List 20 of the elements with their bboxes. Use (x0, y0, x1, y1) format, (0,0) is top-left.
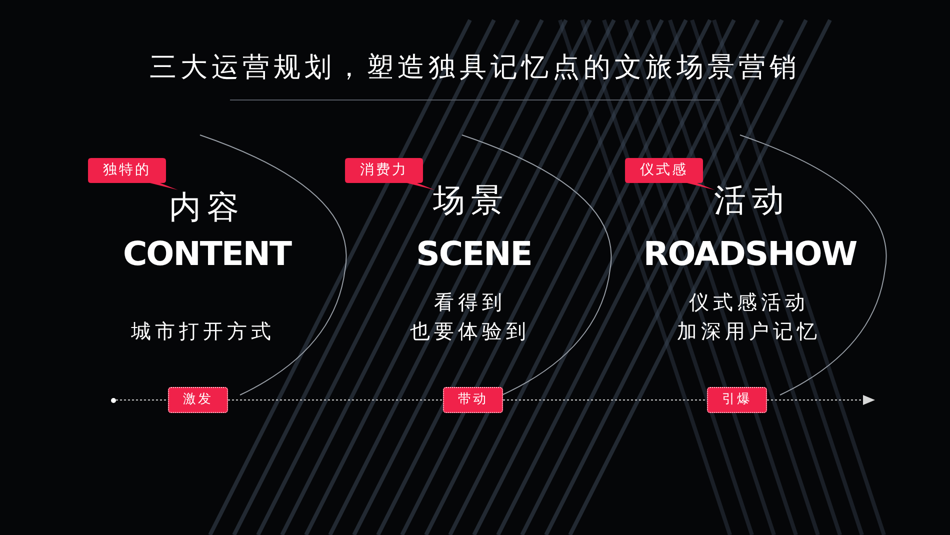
heading: 场景 (433, 183, 509, 218)
heading: ROADSHOW (643, 236, 857, 272)
subtitle: 加深用户记忆 (677, 320, 821, 342)
stage-tag: 引爆 (707, 387, 767, 413)
heading: SCENE (416, 236, 532, 272)
subtitle: 仪式感活动 (689, 291, 809, 313)
callout-tag: 消费力 (345, 158, 435, 190)
start-dot (111, 398, 116, 403)
heading: 活动 (714, 183, 790, 218)
subtitle: 城市打开方式 (131, 320, 275, 342)
callout-tag: 独特的 (88, 158, 178, 190)
stage-tag: 带动 (443, 387, 503, 413)
stage-tag: 激发 (168, 387, 228, 413)
subtitle: 也要体验到 (410, 320, 530, 342)
timeline-arrow (766, 395, 875, 405)
subtitle: 看得到 (434, 291, 506, 313)
heading: CONTENT (122, 236, 292, 272)
slide-title: 三大运营规划，塑造独具记忆点的文旅场景营销 (150, 53, 800, 83)
callout-tag: 仪式感 (625, 158, 715, 190)
heading: 内容 (169, 190, 245, 226)
